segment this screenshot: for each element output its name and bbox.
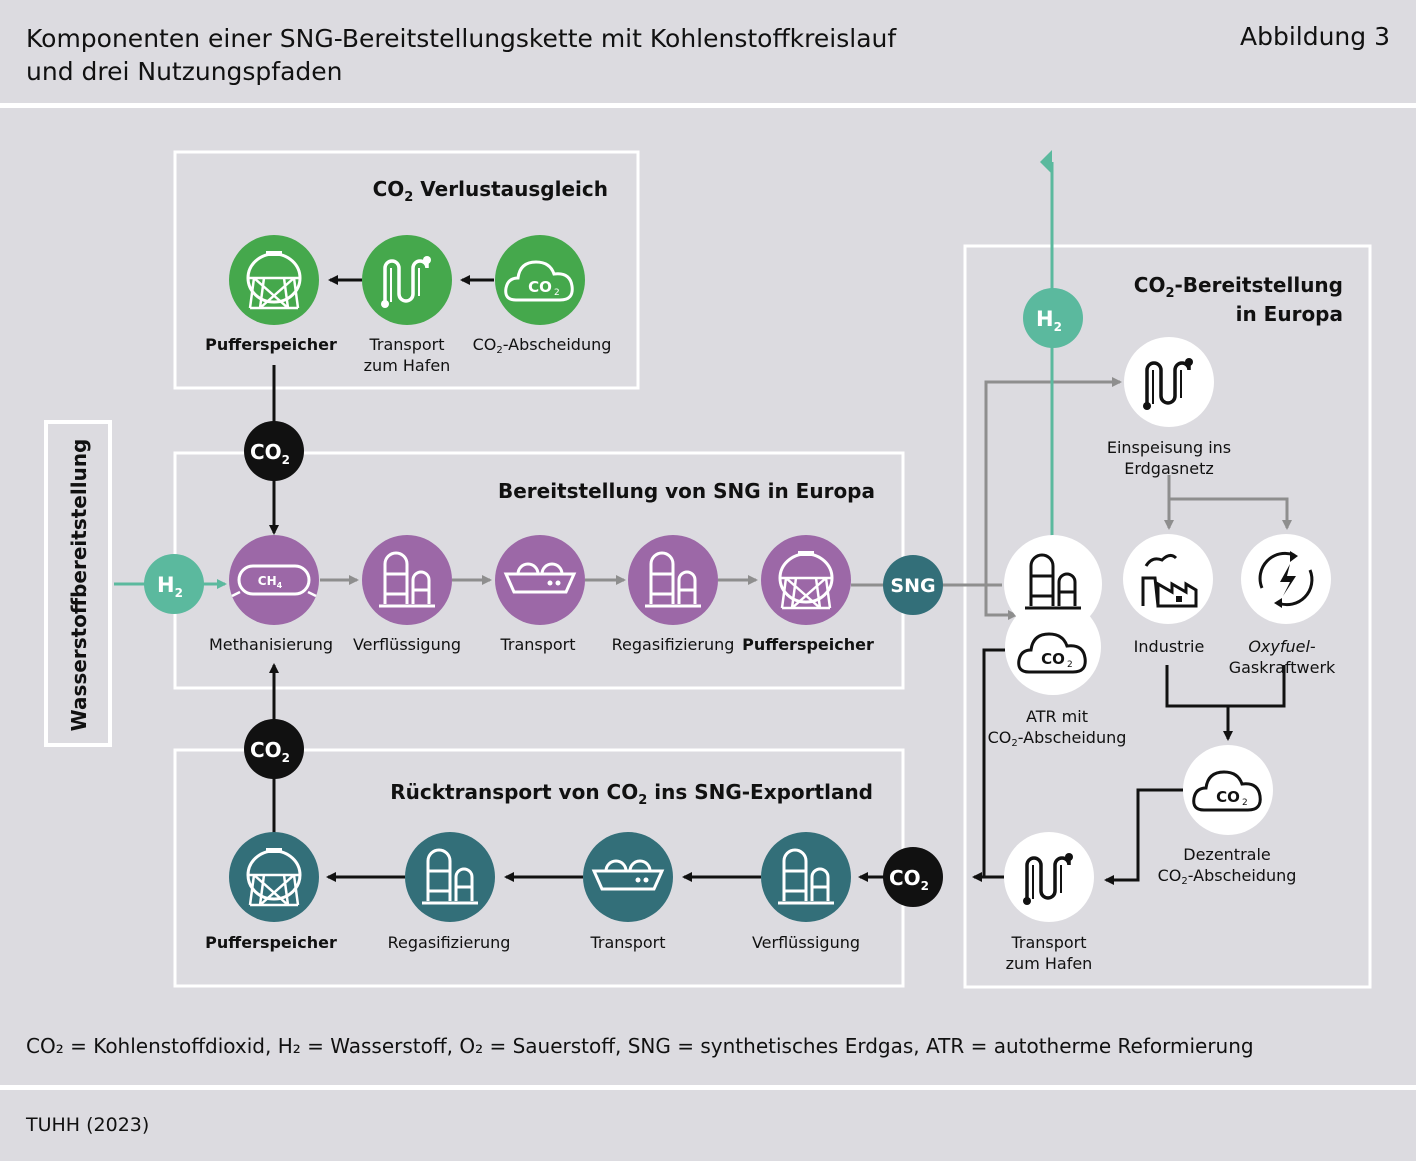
sng-node: SNG [883, 555, 943, 615]
arrow-grid-to-oxyfuel [1167, 475, 1292, 530]
industrie-label: Industrie [1134, 637, 1205, 656]
top-capture-label: CO2-Abscheidung [473, 335, 612, 356]
mid-meth-label: Methanisierung [209, 635, 333, 654]
decentral-label-2: CO2-Abscheidung [1158, 866, 1297, 887]
port-transport-label-1: Transport [1010, 933, 1086, 952]
einspeisung-node [1124, 337, 1214, 427]
mid-regas-label: Regasifizierung [612, 635, 735, 654]
bottom-buffer-node [229, 832, 319, 922]
figure-number: Abbildung 3 [1239, 22, 1390, 51]
port-transport-label-2: zum Hafen [1006, 954, 1093, 973]
sng-europe-title: Bereitstellung von SNG in Europa [498, 479, 875, 503]
top-transport-node [362, 235, 452, 325]
source-note: TUHH (2023) [26, 1114, 150, 1136]
decentral-label-1: Dezentrale [1183, 845, 1271, 864]
top-buffer-label: Pufferspeicher [205, 335, 337, 354]
bottom-liq-node [761, 832, 851, 922]
transport-node [495, 535, 585, 625]
title-line-1: Komponenten einer SNG-Bereitstellungsket… [26, 24, 897, 53]
bottom-liq-label: Verflüssigung [752, 933, 860, 952]
decentral-capture-node [1183, 745, 1273, 835]
pufferspeicher-node [761, 535, 851, 625]
regasifizierung-node [628, 535, 718, 625]
atr-label-2: CO2-Abscheidung [988, 728, 1127, 749]
svg-text:SNG: SNG [890, 575, 935, 597]
industrie-node [1123, 534, 1213, 624]
arrow-decentral-to-port [1104, 788, 1183, 885]
bottom-buffer-label: Pufferspeicher [205, 933, 337, 952]
oxyfuel-label-2: Gaskraftwerk [1229, 658, 1336, 677]
co2-node-bottom: CO2 [244, 719, 304, 779]
oxyfuel-node [1241, 534, 1331, 624]
svg-text:H2: H2 [1036, 307, 1062, 334]
co2-node-return: CO2 [883, 847, 943, 907]
bottom-transport-node [583, 832, 673, 922]
box-co2-supply [963, 244, 1372, 989]
co2-supply-title-line1: CO2-Bereitstellung [1134, 273, 1343, 301]
mid-liq-label: Verflüssigung [353, 635, 461, 654]
port-transport-node [1004, 832, 1094, 922]
figure-title: Komponenten einer SNG-Bereitstellungsket… [26, 22, 896, 88]
co2-supply-title-line2: in Europa [1236, 302, 1343, 326]
einspeisung-label-1: Einspeisung ins [1107, 438, 1231, 457]
ch4-tank-icon [237, 564, 311, 596]
svg-text:CO2: CO2 [250, 440, 290, 467]
top-capture-node [495, 235, 585, 325]
co2-node-top: CO2 [244, 421, 304, 481]
mid-transport-label: Transport [499, 635, 575, 654]
line-industry-oxyfuel [1165, 665, 1286, 708]
top-transport-label-1: Transport [368, 335, 444, 354]
arrow-to-atr [984, 585, 1018, 620]
title-line-2: und drei Nutzungspfaden [26, 57, 343, 86]
mid-buffer-label: Pufferspeicher [742, 635, 874, 654]
bottom-regas-node [405, 832, 495, 922]
einspeisung-label-2: Erdgasnetz [1124, 459, 1214, 478]
bottom-regas-label: Regasifizierung [388, 933, 511, 952]
co2-loss-title: CO2 Verlustausgleich [373, 177, 608, 205]
factory-icon [1141, 553, 1198, 608]
line-atr-co2-down [982, 648, 1005, 877]
box-co2-loss [173, 150, 640, 390]
svg-text:CH4: CH4 [258, 574, 283, 590]
oxyfuel-label-1: Oxyfuel- [1248, 637, 1316, 656]
h2-node-right: H2 [1023, 288, 1083, 348]
bottom-transport-label: Transport [589, 933, 665, 952]
atr-label-1: ATR mit [1026, 707, 1088, 726]
abbreviations-footnote: CO₂ = Kohlenstoffdioxid, H₂ = Wasserstof… [26, 1034, 1254, 1058]
verfluessigung-node [362, 535, 452, 625]
arrow-to-grid [984, 377, 1122, 585]
top-transport-label-2: zum Hafen [364, 356, 451, 375]
svg-text:CO2: CO2 [889, 866, 929, 893]
methanisierung-node: CH4 [229, 535, 319, 625]
hydrogen-box-title: Wasserstoffbereitstellung [67, 439, 91, 732]
svg-text:H2: H2 [157, 573, 183, 600]
h2-node-left: H2 [144, 554, 204, 614]
svg-text:CO2: CO2 [250, 738, 290, 765]
atr-node [1004, 535, 1102, 695]
co2-return-title: Rücktransport von CO2 ins SNG-Exportland [390, 780, 873, 808]
bottom-divider [0, 1085, 1416, 1090]
top-divider [0, 103, 1416, 108]
power-cycle-icon [1258, 551, 1314, 608]
top-buffer-node [229, 235, 319, 325]
